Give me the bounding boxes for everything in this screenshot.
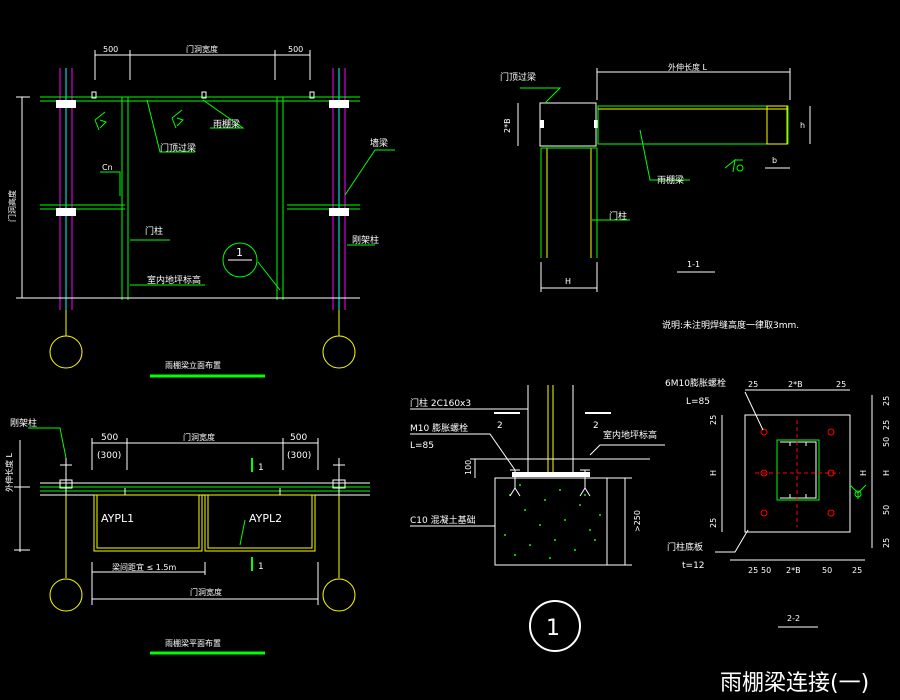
elevation-view: 500 门洞宽度 500 门洞高度 [7,44,395,378]
label-canopy-beam-11: 雨棚梁 [657,174,684,186]
s22-bot-dim-3: 2*B [786,566,801,575]
plan-dim-300-right: (300) [287,451,311,461]
s22-label-bolts: 6M10膨胀螺栓 [665,377,726,389]
plan-frame-column: 刚架柱 [10,417,37,429]
beam-aypl1: AYPL1 [101,512,134,525]
dim-door-width: 门洞宽度 [186,44,218,54]
plan-spacing: 梁间距宜 ≤ 1.5m [112,562,177,572]
s22-bot-dim-5: 25 [852,566,862,575]
detail-number: 1 [546,616,560,641]
found-sec-mark-left: 2 [497,421,503,431]
dim-500-left: 500 [103,45,118,54]
s22-top-dim-3: 25 [836,380,846,389]
plan-sec-mark-bottom: 1 [258,562,264,572]
found-label-post: 门柱 2C160x3 [410,397,471,409]
concrete-speckle [504,484,601,559]
s22-right-dim-4: H [882,470,891,476]
s22-right-dim-5: 50 [882,505,891,515]
dim-b: b [772,156,777,165]
label-canopy-beam: 雨棚梁 [213,118,240,130]
found-label-L: L=85 [410,441,434,451]
section-1-1: 外伸长度 L 门顶过梁 雨棚梁 门柱 2*B h b H [500,62,811,292]
s22-bot-dim-4: 50 [822,566,832,575]
s22-top-dim-1: 25 [748,380,758,389]
s22-right-dim-6: 25 [882,538,891,548]
section22-title: 2-2 [787,614,800,623]
dim-500-right: 500 [288,45,303,54]
label-lintel-11: 门顶过梁 [500,71,536,83]
dim-H-11: H [565,277,571,286]
dim-2b-11: 2*B [503,118,512,133]
s22-right-H: H [859,470,868,476]
label-frame-column: 刚架柱 [352,234,379,246]
section-mark-1: 1 [236,246,243,259]
label-door-post: 门柱 [145,225,163,237]
plan-sec-mark-top: 1 [258,463,264,473]
s22-label-plate: 门柱底板 [667,541,703,553]
found-dim-100: 100 [464,460,473,475]
s22-right-dim-3: 50 [882,437,891,447]
found-sec-mark-right: 2 [593,421,599,431]
concrete-block [494,477,608,566]
tag-cn: Cn [102,163,113,172]
found-dim-250: >250 [633,510,642,532]
plan-overhang-len: 外伸长度 L [4,452,14,492]
s22-bot-dim-2: 50 [761,566,771,575]
label-overhang: 外伸长度 L [668,62,708,72]
label-wall-beam: 墙梁 [370,137,388,149]
s22-bot-dim-1: 25 [748,566,758,575]
label-door-post-11: 门柱 [609,210,627,222]
s22-top-dim-2: 2*B [788,380,803,389]
dim-door-height: 门洞高度 [7,190,17,222]
label-door-lintel: 门顶过梁 [160,142,196,154]
plan-view: 500 (300) 门洞宽度 500 (300) AYPL1 AYPL2 梁间距… [4,417,370,655]
sheet-title: 雨棚梁连接(一) [720,671,869,696]
section11-title: 1-1 [687,260,700,269]
s22-left-dim-1: 25 [709,415,718,425]
s22-right-dim-2: 25 [882,420,891,430]
plan-dim-door-width-bottom: 门洞宽度 [190,587,222,597]
beam-aypl2: AYPL2 [249,512,282,525]
s22-right-dim-1: 25 [882,396,891,406]
plan-dim-300-left: (300) [97,451,121,461]
found-label-floor: 室内地坪标高 [603,429,657,441]
s22-left-dim-2: H [709,470,718,476]
plan-dim-500-left: 500 [101,433,118,443]
elevation-title: 雨棚梁立面布置 [165,360,221,370]
s22-left-dim-3: 25 [709,518,718,528]
found-label-bolt: M10 膨胀螺栓 [410,422,468,434]
s22-label-L: L=85 [686,397,710,407]
found-label-concrete: C10 混凝土基础 [410,514,476,526]
plan-title: 雨棚梁平面布置 [165,638,221,648]
label-floor-level: 室内地坪标高 [147,274,201,286]
plan-dim-door-width: 门洞宽度 [183,432,215,442]
dim-h-small: h [800,121,805,130]
plan-dim-500-right: 500 [290,433,307,443]
s22-label-t: t=12 [682,561,705,571]
section-2-2: 6M10膨胀螺栓 L=85 门柱底板 t=12 25 2*B 25 25 50 … [665,377,891,628]
foundation-detail: 门柱 2C160x3 M10 膨胀螺栓 L=85 室内地坪标高 C10 混凝土基… [410,385,665,652]
note-text: 说明:未注明焊缝高度一律取3mm. [662,319,799,331]
